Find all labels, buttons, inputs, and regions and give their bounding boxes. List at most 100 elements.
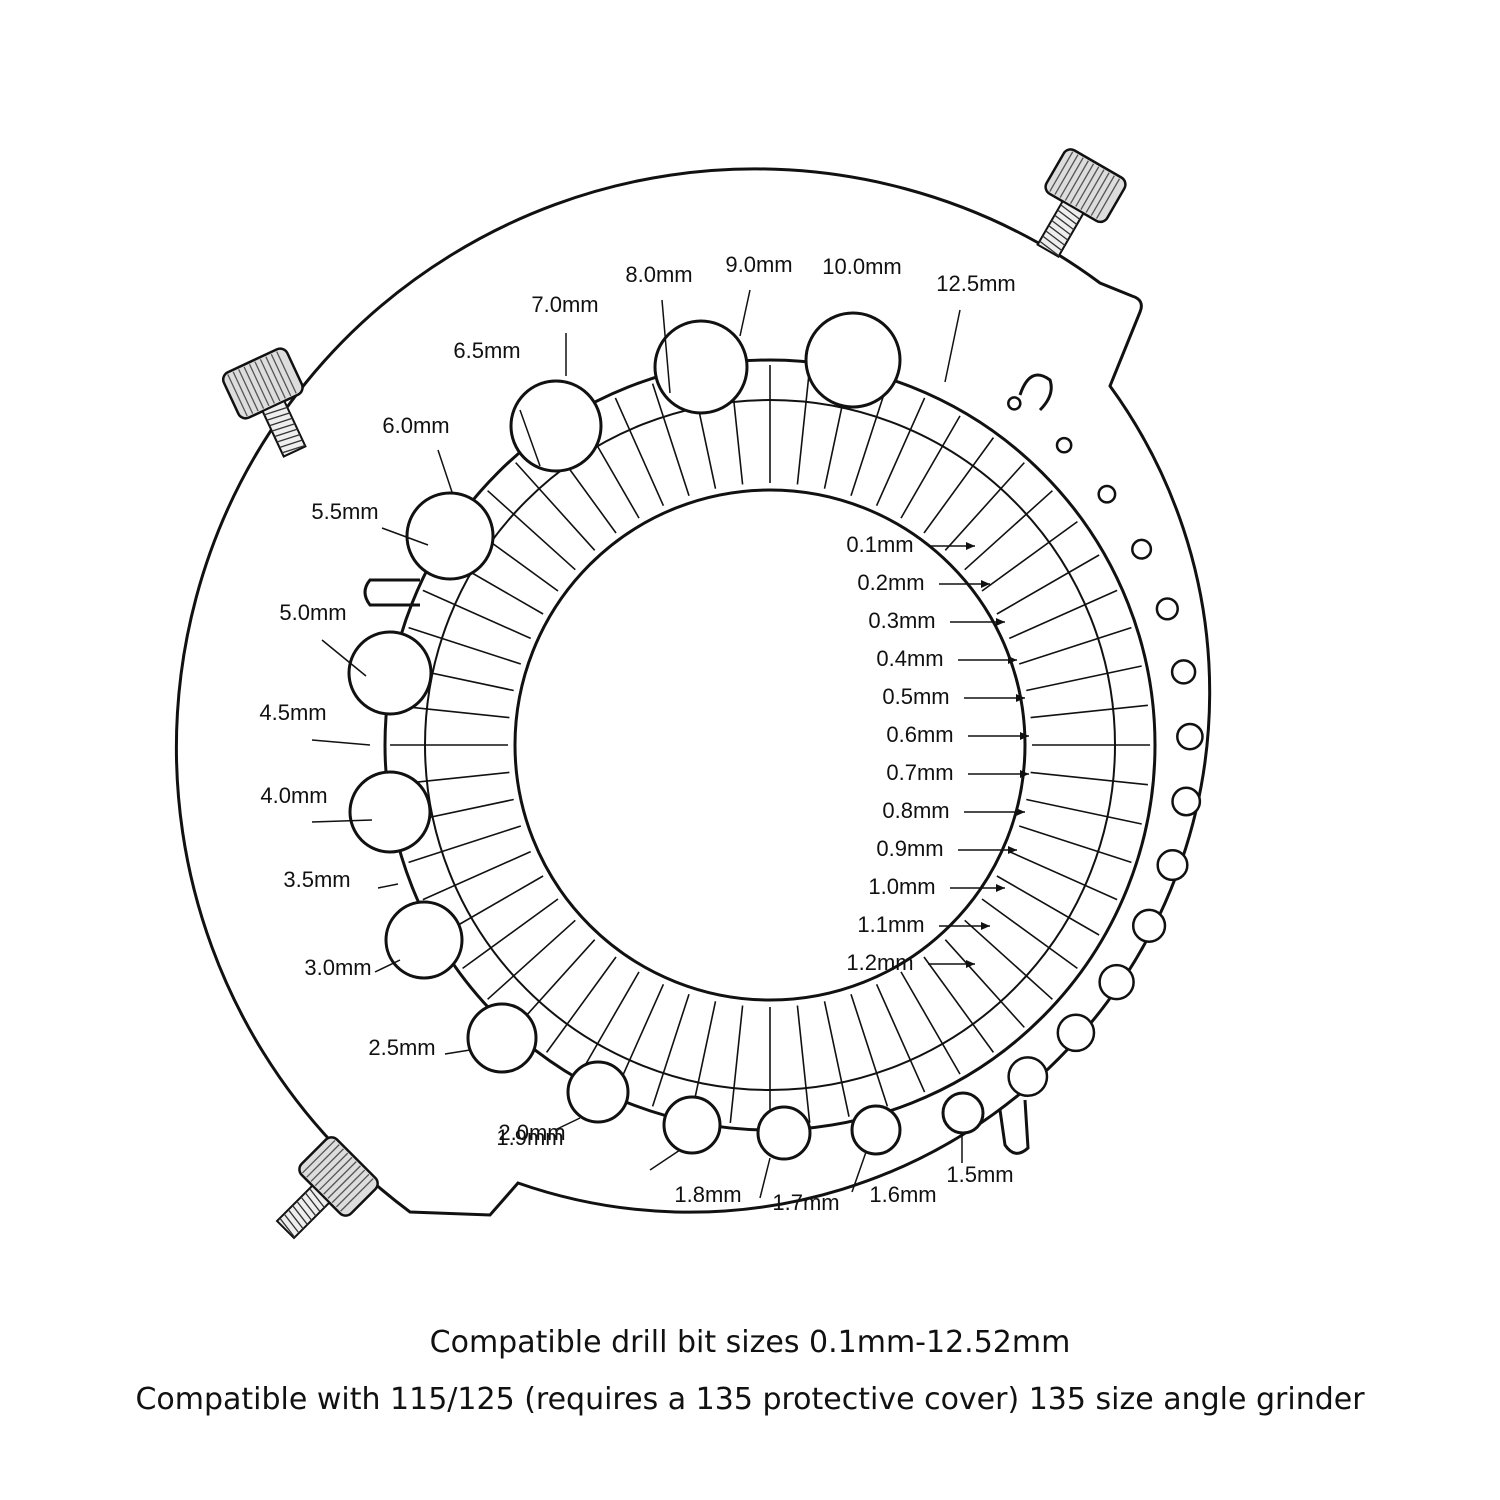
bit-hole	[509, 379, 603, 473]
size-label: 6.5mm	[453, 338, 520, 363]
locking-tab-top-right	[1018, 373, 1053, 412]
size-label-small: 0.3mm	[868, 608, 935, 633]
bit-hole	[804, 311, 902, 409]
leader-line	[851, 1151, 867, 1193]
groove-line	[850, 383, 889, 497]
leader-line	[374, 959, 401, 973]
groove-line	[515, 462, 596, 551]
size-label: 1.8mm	[674, 1182, 741, 1207]
rim-dot	[1171, 786, 1202, 817]
rim-dot	[1131, 538, 1153, 560]
leader-line	[554, 1117, 581, 1131]
groove-line	[923, 956, 995, 1053]
groove-line	[981, 898, 1078, 970]
groove-line	[487, 490, 576, 571]
groove-line	[964, 919, 1053, 1000]
arrow-head	[1020, 732, 1029, 740]
size-label: 9.0mm	[725, 252, 792, 277]
size-label-small: 0.6mm	[886, 722, 953, 747]
groove-line	[923, 437, 995, 534]
bit-hole	[850, 1104, 902, 1156]
groove-line	[1026, 798, 1142, 825]
size-label: 5.0mm	[279, 600, 346, 625]
size-label: 1.9mm	[496, 1125, 563, 1150]
rim-dot	[1131, 908, 1167, 943]
groove-line	[422, 589, 532, 640]
size-label-small: 0.7mm	[886, 760, 953, 785]
groove-line	[823, 1001, 850, 1117]
rim-dot	[1098, 963, 1135, 1001]
groove-line	[614, 397, 665, 507]
size-label-small: 0.9mm	[876, 836, 943, 861]
size-label-small: 1.2mm	[846, 950, 913, 975]
groove-line	[981, 520, 1078, 592]
thumb-screw-icon	[1036, 148, 1127, 258]
bit-hole	[348, 770, 432, 854]
rim-dot	[1170, 659, 1197, 685]
caption-drill-sizes: Compatible drill bit sizes 0.1mm-12.52mm	[429, 1325, 1071, 1360]
bit-hole	[662, 1095, 722, 1155]
groove-line	[462, 898, 559, 970]
groove-line	[1030, 704, 1148, 719]
leader-line	[437, 449, 453, 493]
size-label-small: 0.8mm	[882, 798, 949, 823]
rim-dot	[1007, 396, 1022, 411]
bit-holes	[347, 311, 985, 1161]
leader-line	[649, 1149, 681, 1171]
thumb-screw-icon	[221, 347, 307, 458]
locking-tab-bottom-right	[998, 1099, 1030, 1155]
leader-line	[381, 527, 429, 546]
rim-dots	[1007, 396, 1204, 1098]
groove-line	[651, 383, 690, 497]
size-labels: 1.5mm1.6mm1.7mm1.8mm2.0mm2.5mm3.0mm3.5mm…	[259, 252, 1029, 1215]
groove-line	[875, 983, 926, 1093]
bit-hole	[941, 1091, 985, 1135]
groove-line	[996, 554, 1100, 615]
thumb-screw-icon	[275, 1136, 379, 1240]
size-label-small: 0.1mm	[846, 532, 913, 557]
leader-line	[444, 1049, 471, 1055]
leader-line	[311, 739, 371, 746]
groove-line	[422, 850, 532, 901]
bit-hole	[405, 491, 495, 581]
leader-line	[944, 309, 961, 383]
size-label-small: 0.5mm	[882, 684, 949, 709]
groove-line	[487, 919, 576, 1000]
holder-ring-mid	[424, 399, 1116, 1091]
screws	[221, 148, 1127, 1240]
size-label-small: 0.4mm	[876, 646, 943, 671]
bit-hole	[347, 630, 433, 716]
groove-line	[545, 956, 617, 1053]
arrow-head	[1008, 846, 1017, 854]
groove-line	[900, 971, 961, 1075]
groove-line	[875, 397, 926, 507]
bit-hole	[653, 319, 749, 415]
arrow-head	[966, 960, 975, 968]
bit-hole	[756, 1105, 812, 1161]
size-label: 1.7mm	[772, 1190, 839, 1215]
leader-line	[519, 409, 541, 467]
rim-dot	[1155, 597, 1179, 621]
groove-line	[729, 1005, 744, 1123]
size-label: 1.5mm	[946, 1162, 1013, 1187]
groove-line	[515, 939, 596, 1028]
groove-line	[579, 971, 640, 1075]
size-label: 8.0mm	[625, 262, 692, 287]
groove-line	[900, 415, 961, 519]
bit-hole	[466, 1002, 538, 1074]
leader-line	[739, 289, 751, 337]
arrow-head	[996, 884, 1005, 892]
groove-line	[796, 1005, 811, 1123]
groove-line	[1030, 771, 1148, 786]
arrow-head	[1016, 694, 1025, 702]
arrow-head	[1020, 770, 1029, 778]
groove-line	[1008, 850, 1118, 901]
groove-line	[796, 367, 811, 485]
size-label: 2.5mm	[368, 1035, 435, 1060]
arrow-head	[981, 580, 990, 588]
size-label: 7.0mm	[531, 292, 598, 317]
groove-line	[964, 490, 1053, 571]
size-label: 5.5mm	[311, 499, 378, 524]
size-label: 2.0mm	[498, 1120, 565, 1145]
rim-dot	[1056, 1013, 1096, 1053]
